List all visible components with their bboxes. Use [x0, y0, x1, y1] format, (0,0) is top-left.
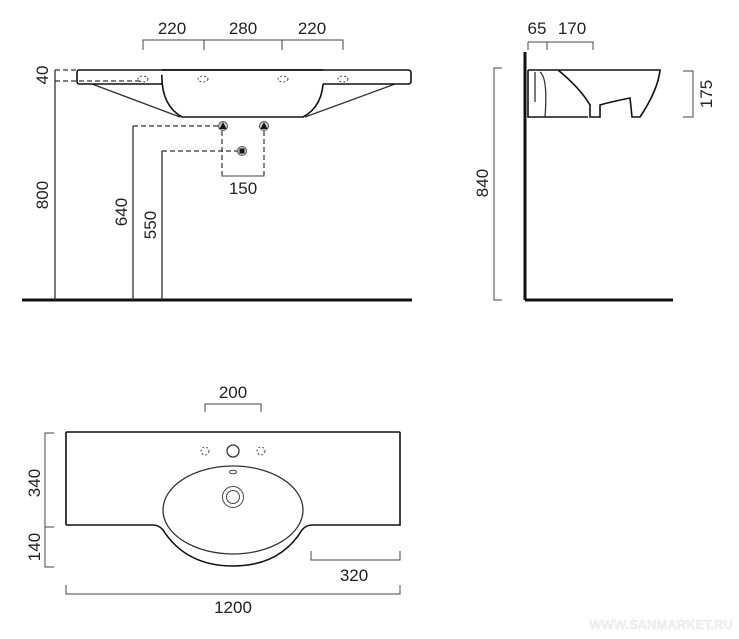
basin-side-profile [527, 69, 661, 118]
drain-outlet-icon [237, 146, 247, 156]
tap-spacing-dimension [204, 403, 262, 412]
watermark: WWW.SANMARKET.RU [589, 617, 733, 632]
dim-wall-offset: 65 [528, 19, 547, 38]
depth-dimension [527, 41, 594, 50]
dim-thickness: 40 [33, 66, 52, 85]
drain-icon [222, 486, 244, 508]
width-dimension [65, 585, 401, 595]
dim-height: 800 [33, 181, 52, 209]
wall-and-floor [523, 52, 673, 302]
optional-tap-hole-left [200, 446, 210, 456]
dim-depth: 340 [25, 469, 44, 497]
dim-total-height: 840 [473, 169, 492, 197]
supply-spacing-dimension [221, 175, 265, 177]
countertop-plan [65, 431, 401, 567]
dim-supply-height: 640 [112, 198, 131, 226]
dim-bowl-height: 175 [697, 80, 716, 108]
overflow-icon [229, 469, 237, 475]
bowl-height-dimension [683, 70, 694, 118]
dim-right-spacing: 220 [298, 19, 326, 38]
tap-hole [226, 444, 240, 458]
tap-holes-hidden [137, 75, 349, 83]
dim-supply-spacing: 150 [229, 179, 257, 198]
dim-side-shelf: 320 [340, 566, 368, 585]
depth-dimension-plan [44, 432, 54, 568]
front-view: 220 280 220 40 800 640 550 150 [22, 19, 412, 302]
support-brackets [91, 83, 396, 118]
dim-bowl-protrusion: 140 [25, 533, 44, 561]
dim-drain-height: 550 [141, 211, 160, 239]
supply-spacing-leaders [221, 131, 265, 175]
plan-view: 200 340 140 320 1200 [25, 383, 401, 617]
side-shelf-dimension [310, 551, 401, 561]
dim-tap-spacing: 200 [219, 383, 247, 402]
basin-bowl [162, 465, 304, 555]
hole-spacing-dimension [142, 39, 344, 50]
water-supply-icon [218, 121, 269, 131]
total-height-dimension [493, 67, 502, 301]
dim-left-spacing: 220 [158, 19, 186, 38]
side-view: 65 170 175 840 [473, 19, 716, 302]
dim-depth-to-bowl: 170 [558, 19, 586, 38]
dim-width: 1200 [214, 598, 252, 617]
dim-center-spacing: 280 [229, 19, 257, 38]
optional-tap-hole-right [256, 446, 266, 456]
countertop-front [76, 69, 412, 85]
thickness-dimension [55, 69, 140, 82]
